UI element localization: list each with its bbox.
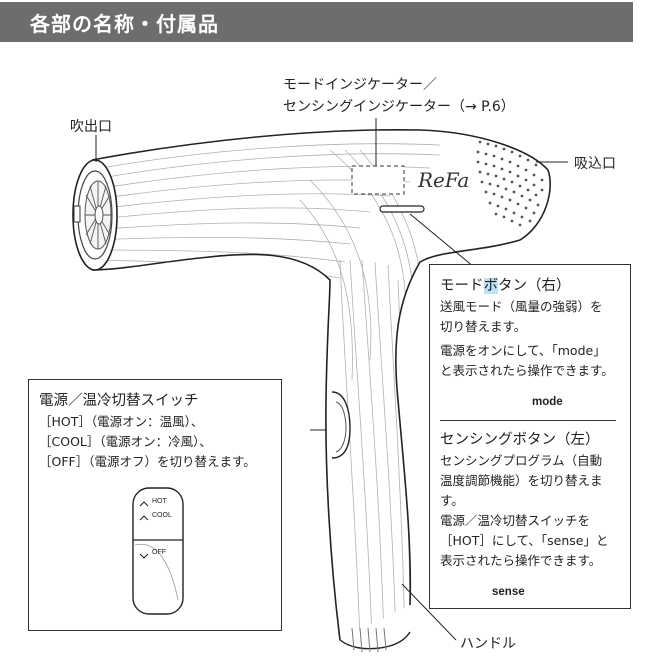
switch-desc-line: ［OFF］（電源オフ）を切り替えます。: [39, 454, 256, 469]
handle-label: ハンドル: [460, 636, 516, 652]
indicator-window: [351, 165, 405, 195]
button-info-box: モードボタン（右） 送風モード（風量の強弱）を 切り替えます。 電源をオンにして…: [429, 264, 631, 609]
outlet-label: 吹出口: [70, 119, 112, 135]
section-header: 各部の名称・付属品: [0, 2, 633, 42]
switch-cool-label: COOL: [152, 512, 172, 519]
box-divider: [440, 420, 616, 421]
switch-off-label: OFF: [152, 549, 166, 556]
sensing-desc2-line: ［HOT］にして、「sense」と: [440, 533, 609, 548]
switch-hot-label: HOT: [152, 498, 167, 505]
intake-label: 吸込口: [574, 156, 616, 172]
switch-title: 電源／温冷切替スイッチ: [39, 393, 199, 409]
indicator-label-line2: センシングインジケーター（→ P.6）: [283, 99, 515, 115]
leader-lines: [95, 118, 568, 641]
mode-desc2-line: と表示されたら操作できます。: [440, 363, 614, 378]
switch-illustration: [132, 487, 184, 615]
mode-button-slot[interactable]: [379, 205, 425, 213]
sensing-button-title: センシングボタン（左）: [440, 432, 600, 448]
sensing-desc-line: センシングプログラム（自動: [440, 453, 603, 468]
sense-button-caption: sense: [492, 586, 525, 598]
switch-info-box: 電源／温冷切替スイッチ ［HOT］（電源オン：温風）、 ［COOL］（電源オン：…: [28, 379, 282, 631]
body-hatching: [92, 143, 441, 640]
section-title: 各部の名称・付属品: [30, 12, 219, 36]
mode-desc2-line: 電源をオンにして、「mode」: [440, 343, 606, 358]
intake-grille: [476, 140, 544, 227]
sensing-desc-line: 温度調節機能）を切り替えま: [440, 473, 603, 488]
indicator-label-line1: モードインジケーター／: [283, 77, 437, 93]
sensing-desc-line: す。: [440, 493, 464, 508]
sensing-desc2-line: 電源／温冷切替スイッチを: [440, 513, 591, 528]
mode-button-caption: mode: [532, 396, 563, 408]
switch-desc-line: ［HOT］（電源オン：温風）、: [39, 414, 204, 429]
mode-desc-line: 送風モード（風量の強弱）を: [440, 299, 603, 314]
switch-desc-line: ［COOL］（電源オン：冷風）、: [39, 434, 212, 449]
sensing-desc2-line: 表示されたら操作できます。: [440, 553, 602, 568]
mode-desc-line: 切り替えます。: [440, 319, 527, 334]
mode-button-title: モードボタン（右）: [440, 278, 571, 294]
brand-logo: ReFa: [418, 168, 470, 192]
